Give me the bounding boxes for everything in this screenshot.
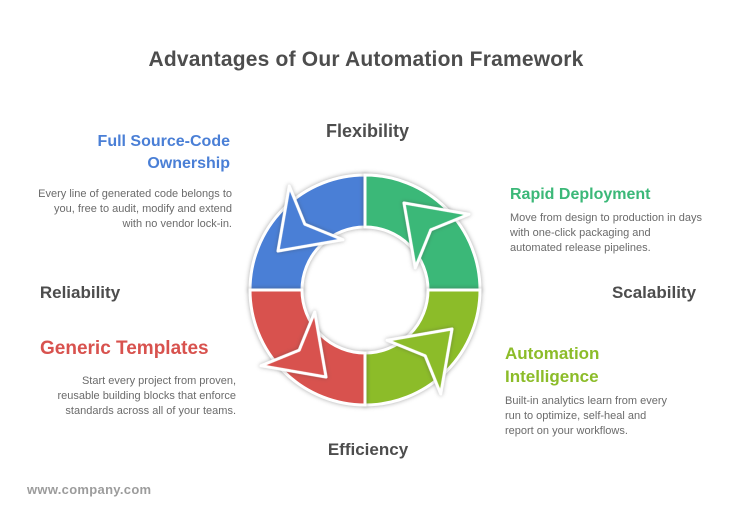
page-title: Advantages of Our Automation Framework: [148, 48, 584, 71]
heading-rapid-deployment: Rapid Deployment: [510, 186, 651, 203]
body-generic-templates: Start every project from proven, reusabl…: [57, 375, 236, 417]
keyword-top: Flexibility: [325, 121, 410, 141]
body-rapid-deployment: Move from design to production in days w…: [510, 212, 702, 254]
keyword-left: Reliability: [39, 283, 121, 302]
watermark-text: www.company.com: [27, 482, 152, 497]
heading-full-source-code-ownership: Full Source-Code Ownership: [97, 133, 230, 172]
body-automation-intelligence: Built-in analytics learn from every run …: [505, 395, 668, 437]
cycle-arrowhead-bottom-right: [385, 327, 454, 396]
heading-automation-intelligence: Automation Intelligence: [505, 344, 600, 386]
keyword-right: Scalability: [611, 283, 697, 302]
keyword-bottom: Efficiency: [327, 440, 409, 459]
cycle-diagram: [248, 173, 482, 407]
cycle-arrowhead-bottom-left: [259, 310, 328, 379]
cycle-arrowhead-top-left: [276, 184, 345, 253]
body-full-source-code-ownership: Every line of generated code belongs to …: [38, 188, 232, 230]
cycle-arrowhead-top-right: [402, 201, 471, 270]
heading-generic-templates: Generic Templates: [40, 338, 209, 359]
